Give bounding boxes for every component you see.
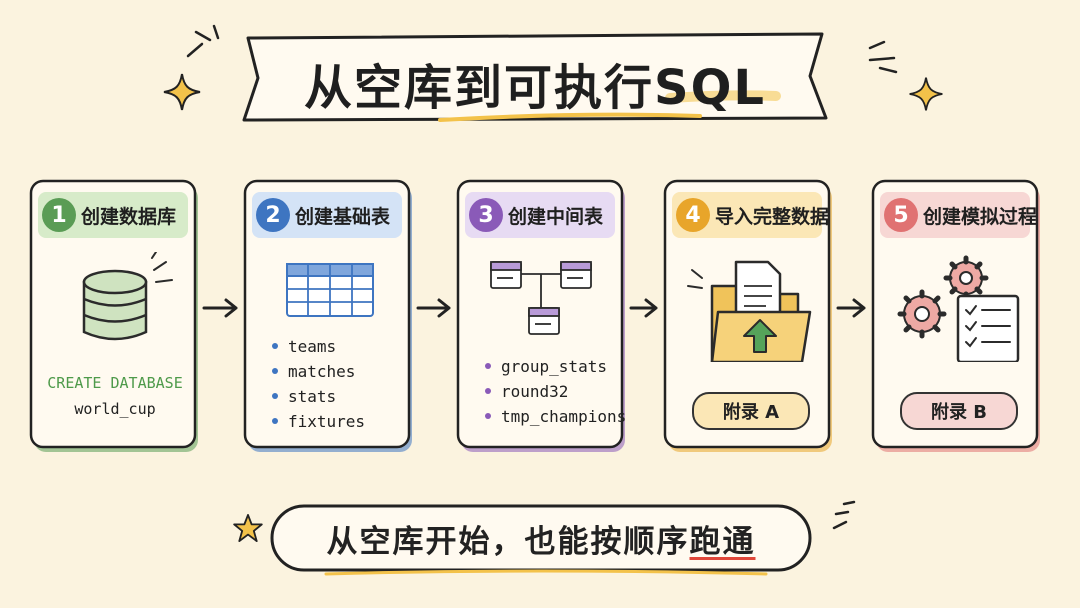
step-card-2: 2 创建基础表 teams matches stats fixtures — [242, 178, 416, 456]
title-accent: SQL — [654, 60, 766, 116]
table-name: matches — [288, 362, 356, 381]
list-item: fixtures — [272, 409, 365, 434]
flow-arrow-icon — [200, 296, 242, 320]
folder-import-icon — [662, 252, 836, 364]
table-name: stats — [288, 387, 337, 406]
database-name: world_cup — [74, 400, 156, 418]
flow-arrow-icon — [627, 296, 662, 320]
emphasis-lines-icon — [868, 40, 898, 74]
step-title: 创建基础表 — [295, 205, 391, 228]
sparkle-icon — [909, 77, 943, 111]
step-header: 5 创建模拟过程 — [880, 192, 1038, 238]
step-card-5: 5 创建模拟过程 附录 B — [870, 178, 1044, 456]
bullet-icon — [485, 412, 491, 419]
emphasis-lines-icon — [832, 500, 856, 530]
bullet-icon — [272, 342, 278, 349]
list-item: group_stats — [485, 354, 626, 379]
list-item: matches — [272, 359, 365, 384]
step-header: 4 导入完整数据 — [672, 192, 830, 238]
flow-arrow-icon — [834, 296, 870, 320]
step-title: 创建模拟过程 — [923, 205, 1038, 228]
step-title: 创建数据库 — [81, 205, 177, 228]
star-icon — [233, 514, 263, 542]
step-number-badge: 2 — [256, 198, 290, 232]
database-icon — [28, 251, 202, 362]
list-item: round32 — [485, 379, 626, 404]
table-name: group_stats — [501, 357, 607, 376]
footer-text: 从空库开始，也能按顺序跑通 — [266, 516, 816, 561]
step-number-badge: 5 — [884, 198, 918, 232]
emphasis-lines-icon — [186, 24, 220, 58]
step-header: 3 创建中间表 — [465, 192, 621, 238]
list-item: stats — [272, 384, 365, 409]
table-name: fixtures — [288, 412, 366, 431]
step-header: 1 创建数据库 — [38, 192, 194, 238]
gears-checklist-icon — [870, 252, 1044, 364]
page-title: 从空库到可执行SQL — [230, 48, 840, 118]
step-title: 导入完整数据 — [715, 205, 830, 228]
list-item: tmp_champions — [485, 404, 626, 429]
appendix-pill: 附录 B — [900, 392, 1018, 430]
table-name: round32 — [501, 382, 569, 401]
step-card-1: 1 创建数据库 CREATE DATABASE world_cup — [28, 178, 202, 456]
step-header: 2 创建基础表 — [252, 192, 408, 238]
table-name: tmp_champions — [501, 407, 627, 426]
table-icon — [242, 252, 416, 362]
bullet-icon — [272, 367, 278, 374]
bullet-icon — [272, 392, 278, 399]
bullet-icon — [485, 362, 491, 369]
bullet-icon — [272, 417, 278, 424]
title-main: 从空库到可执行 — [304, 60, 655, 116]
bullet-icon — [485, 387, 491, 394]
step-card-4: 4 导入完整数据 附录 A — [662, 178, 836, 456]
footer-text-main: 从空库开始，也能按顺序 — [326, 524, 690, 560]
step-title: 创建中间表 — [508, 205, 604, 228]
list-item: teams — [272, 334, 365, 359]
sparkle-icon — [163, 73, 201, 111]
table-list: group_stats round32 tmp_champions — [485, 354, 626, 429]
step-number-badge: 3 — [469, 198, 503, 232]
footer-text-highlight: 跑通 — [689, 524, 756, 560]
appendix-pill: 附录 A — [692, 392, 810, 430]
step-number-badge: 4 — [676, 198, 710, 232]
title-banner: 从空库到可执行SQL — [230, 26, 840, 126]
footer-banner: 从空库开始，也能按顺序跑通 — [266, 500, 816, 580]
schema-diagram-icon — [455, 252, 629, 362]
flow-arrow-icon — [414, 296, 455, 320]
step-card-3: 3 创建中间表 group_stats round32 tmp_champions — [455, 178, 629, 456]
table-name: teams — [288, 337, 337, 356]
step-number-badge: 1 — [42, 198, 76, 232]
sql-command: CREATE DATABASE — [47, 374, 183, 392]
table-list: teams matches stats fixtures — [272, 334, 365, 434]
